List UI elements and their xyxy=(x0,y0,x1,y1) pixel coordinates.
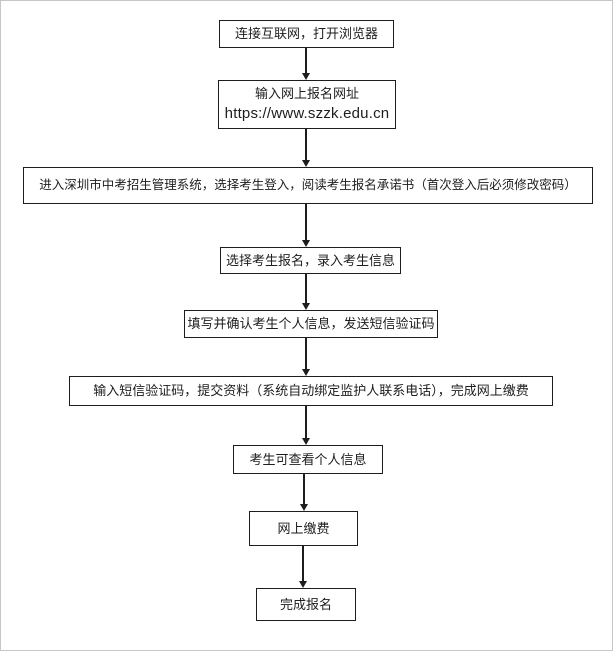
step-label: 输入短信验证码，提交资料（系统自动绑定监护人联系电话），完成网上缴费 xyxy=(93,383,529,399)
step-label: 进入深圳市中考招生管理系统，选择考生登入，阅读考生报名承诺书（首次登入后必须修改… xyxy=(39,178,577,193)
flow-arrow xyxy=(301,406,311,445)
arrow-line xyxy=(302,546,304,581)
flow-step-view-personal-info: 考生可查看个人信息 xyxy=(233,445,383,474)
arrow-line xyxy=(305,204,307,240)
flow-arrow xyxy=(301,338,311,376)
arrow-line xyxy=(305,48,307,73)
flow-step-login-system: 进入深圳市中考招生管理系统，选择考生登入，阅读考生报名承诺书（首次登入后必须修改… xyxy=(23,167,593,204)
registration-url-text: https://www.szzk.edu.cn xyxy=(224,105,390,122)
flow-step-online-payment: 网上缴费 xyxy=(249,511,358,546)
arrow-line xyxy=(305,274,307,303)
flow-arrow xyxy=(301,129,311,167)
flow-step-connect-internet: 连接互联网，打开浏览器 xyxy=(219,20,394,48)
arrow-head-down-icon xyxy=(302,369,310,376)
arrow-line xyxy=(305,129,307,160)
step-label: 完成报名 xyxy=(279,596,332,612)
arrow-head-down-icon xyxy=(302,438,310,445)
step-label: 填写并确认考生个人信息，发送短信验证码 xyxy=(187,316,435,332)
flow-arrow xyxy=(299,474,309,511)
flow-step-enter-url: 输入网上报名网址 https://www.szzk.edu.cn xyxy=(218,80,396,129)
flow-step-select-registration: 选择考生报名，录入考生信息 xyxy=(220,247,401,274)
arrow-head-down-icon xyxy=(302,73,310,80)
step-label: 连接互联网，打开浏览器 xyxy=(234,26,378,42)
flow-arrow xyxy=(301,204,311,247)
arrow-head-down-icon xyxy=(302,303,310,310)
arrow-head-down-icon xyxy=(299,581,307,588)
arrow-line xyxy=(303,474,305,504)
arrow-head-down-icon xyxy=(300,504,308,511)
flow-step-confirm-info-sms: 填写并确认考生个人信息，发送短信验证码 xyxy=(184,310,438,338)
arrow-line xyxy=(305,338,307,369)
step-label: 网上缴费 xyxy=(277,520,330,536)
step-label: 输入网上报名网址 xyxy=(254,85,359,101)
flow-step-submit-materials: 输入短信验证码，提交资料（系统自动绑定监护人联系电话），完成网上缴费 xyxy=(69,376,553,406)
arrow-head-down-icon xyxy=(302,240,310,247)
arrow-head-down-icon xyxy=(302,160,310,167)
flow-arrow xyxy=(301,48,311,80)
step-label: 选择考生报名，录入考生信息 xyxy=(225,252,395,268)
arrow-line xyxy=(305,406,307,438)
step-label: 考生可查看个人信息 xyxy=(249,451,367,467)
flow-arrow xyxy=(301,274,311,310)
flow-arrow xyxy=(298,546,308,588)
flow-step-complete-registration: 完成报名 xyxy=(256,588,356,621)
